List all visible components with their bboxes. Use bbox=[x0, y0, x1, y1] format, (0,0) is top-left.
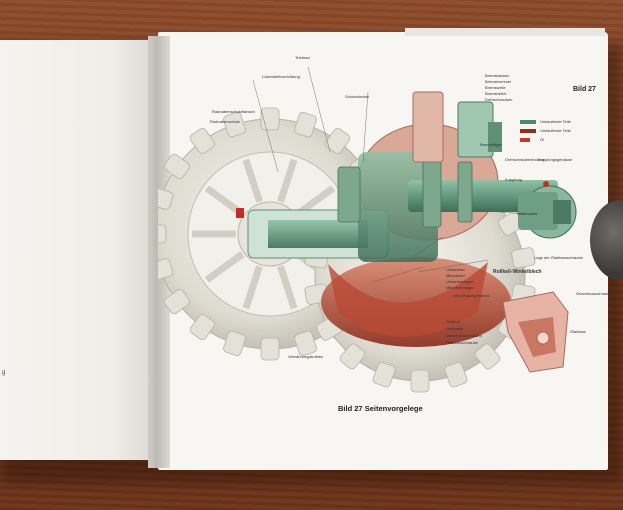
label-bremstrommel: Bremstrommel bbox=[485, 79, 512, 84]
label-rollkeil: Rollkeil-Winkelblech bbox=[493, 269, 542, 275]
gearbox-cutaway-illustration bbox=[158, 66, 577, 393]
caption-prefix: Bild 27 bbox=[338, 404, 363, 413]
label-oelkanal: Ölkanal bbox=[446, 319, 460, 324]
label-radnabenschutz: Radnabenschutz bbox=[210, 119, 241, 124]
label-oelablass: Ölablass bbox=[570, 329, 586, 334]
label-umlaufgetriebe: des Umlaufgetriebes bbox=[453, 293, 490, 298]
label-umlaufrad: Umlaufrad bbox=[446, 267, 465, 272]
legend-swatch-3 bbox=[520, 138, 530, 142]
label-umlaufradlager: Umlaufradlager bbox=[446, 279, 474, 284]
brake-column bbox=[412, 91, 444, 163]
legend-label-1: Umlaufende Teile bbox=[540, 119, 571, 124]
label-bremsbacken: Bremsbacken bbox=[485, 73, 510, 78]
legend-swatch-2 bbox=[520, 129, 536, 133]
legend-swatch-1 bbox=[520, 120, 536, 124]
label-mitnehmerlager: Mitnehmerlager bbox=[446, 285, 474, 290]
left-page: g bbox=[0, 40, 158, 460]
label-drehschrauben: Drehschrauben bbox=[485, 97, 513, 102]
label-triebrad: Triebrad bbox=[295, 55, 310, 60]
label-kupplung: Kupplung bbox=[505, 177, 522, 182]
label-bremshebel: Bremshebel bbox=[485, 91, 507, 96]
label-verschlussschraube: Verschlussschraube bbox=[446, 333, 482, 338]
legend-label-2: Umlaufende Teile bbox=[540, 128, 571, 133]
planet-gears bbox=[337, 156, 473, 228]
label-lage-oelablass: Lage der Ölablassschraube bbox=[534, 255, 583, 260]
label-hohlwelle: Hohlwelle bbox=[446, 326, 464, 331]
oil-drain-detail bbox=[502, 291, 569, 373]
left-page-text: g bbox=[2, 370, 6, 376]
page-figure-tag: Bild 27 bbox=[573, 86, 596, 93]
label-verzahnungskolben: Verzahnungskolben bbox=[288, 354, 324, 359]
page-curl bbox=[405, 28, 605, 36]
label-oelablassschraube: Ölablassschraube bbox=[446, 340, 479, 345]
caption-title: Seitenvorgelege bbox=[364, 404, 423, 413]
label-mitnehmer: Mitnehmer bbox=[446, 273, 465, 278]
label-seitenwelle: Seitenwelle bbox=[517, 211, 538, 216]
label-verschluss-detail: Verschlussschraube bbox=[576, 291, 612, 296]
leader-lines bbox=[252, 66, 524, 283]
label-radnabenschutzflansch: Radnabenschutzflansch bbox=[212, 109, 255, 114]
label-drehschraubenbolzen: Drehschraubenbolzen bbox=[505, 157, 545, 162]
label-kupplungsgehaeuse: Kupplungsgehäuse bbox=[538, 157, 573, 162]
legend-label-3: Öl bbox=[540, 137, 544, 142]
label-lukenstell: Lukenstellvorrichtung bbox=[262, 74, 300, 79]
figure-caption: Bild 27 Seitenvorgelege bbox=[338, 404, 423, 413]
label-bremswelle: Bremswelle bbox=[485, 85, 506, 90]
label-schutzdeckel: Schutzdeckel bbox=[345, 94, 369, 99]
label-bremstraeger: Bremsträger bbox=[480, 142, 503, 147]
